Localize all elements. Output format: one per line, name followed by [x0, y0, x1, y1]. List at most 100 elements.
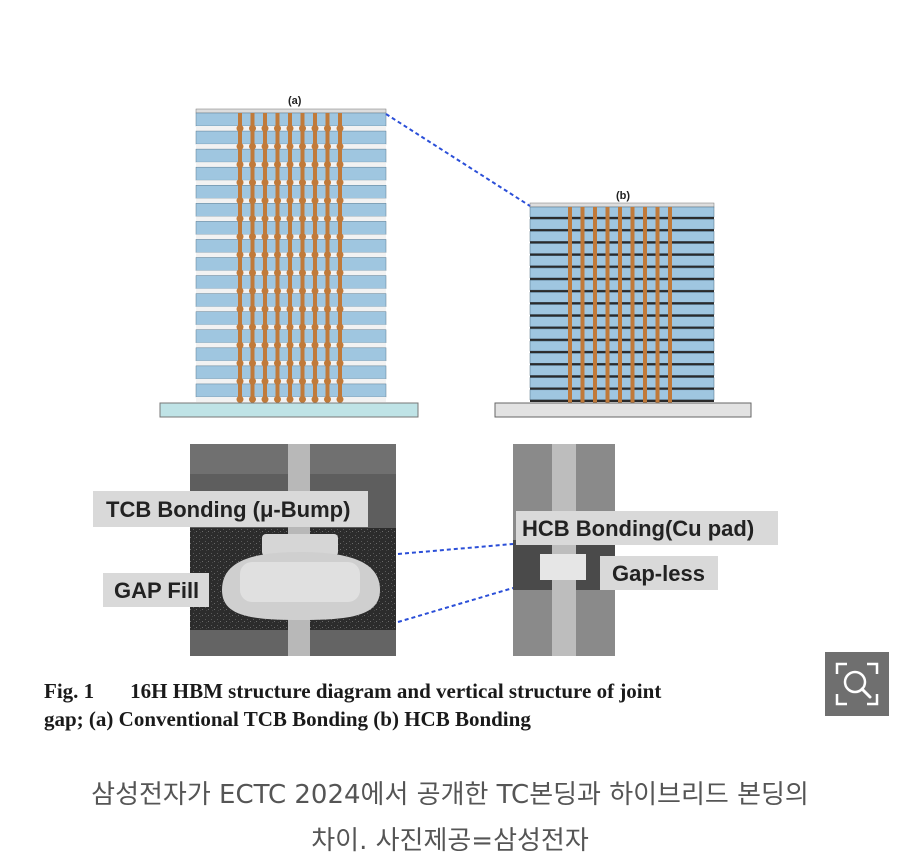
- micro-bump: [311, 359, 319, 367]
- micro-bump: [261, 287, 269, 295]
- micro-bump: [324, 215, 331, 223]
- panel-a-label: (a): [288, 95, 302, 107]
- micro-bump: [299, 251, 306, 259]
- micro-bump: [336, 142, 344, 150]
- micro-bump: [286, 197, 294, 205]
- micro-bump: [249, 124, 256, 132]
- micro-bump: [236, 359, 244, 367]
- micro-bump: [274, 179, 281, 187]
- micro-bump: [336, 395, 344, 403]
- micro-bump: [274, 160, 281, 168]
- micro-bump: [286, 359, 294, 367]
- micro-bump: [286, 124, 294, 132]
- micro-bump: [324, 197, 331, 205]
- micro-bump: [274, 124, 281, 132]
- micro-bump: [274, 251, 281, 259]
- micro-bump: [274, 359, 281, 367]
- hcb-bonding-label: HCB Bonding(Cu pad): [522, 516, 754, 541]
- tcb-bonding-label: TCB Bonding (μ-Bump): [106, 497, 350, 522]
- micro-bump: [299, 124, 306, 132]
- micro-bump: [311, 395, 319, 403]
- micro-bump: [336, 179, 344, 187]
- micro-bump: [236, 142, 244, 150]
- micro-bump: [336, 341, 344, 349]
- micro-bump: [249, 251, 256, 259]
- zoom-button[interactable]: [825, 652, 889, 716]
- micro-bump: [286, 215, 294, 223]
- micro-bump: [274, 395, 281, 403]
- micro-bump: [324, 142, 331, 150]
- micro-bump: [324, 287, 331, 295]
- micro-bump: [261, 269, 269, 277]
- micro-bump: [286, 341, 294, 349]
- micro-bump: [286, 233, 294, 241]
- micro-bump: [261, 233, 269, 241]
- micro-bump: [324, 160, 331, 168]
- micro-bump: [236, 233, 244, 241]
- micro-bump: [274, 197, 281, 205]
- micro-bump: [311, 323, 319, 331]
- panel-a-stack: (a): [159, 95, 419, 418]
- micro-bump: [286, 179, 294, 187]
- micro-bump: [274, 323, 281, 331]
- photo-caption-line1: 삼성전자가 ECTC 2024에서 공개한 TC본딩과 하이브리드 본딩의: [91, 780, 809, 810]
- micro-bump: [311, 287, 319, 295]
- connector-line-upper: [397, 543, 514, 555]
- substrate-a: [159, 402, 419, 418]
- micro-bump: [236, 341, 244, 349]
- micro-bump: [274, 305, 281, 313]
- micro-bump: [249, 341, 256, 349]
- top-die-cap: [195, 108, 387, 114]
- gap-less-label-box: [600, 556, 718, 590]
- micro-bump: [274, 233, 281, 241]
- micro-bump: [249, 377, 256, 385]
- tcb-micrograph: TCB Bonding (μ-Bump) GAP Fill: [93, 444, 396, 656]
- micro-bump: [286, 269, 294, 277]
- micro-bump: [311, 377, 319, 385]
- micro-bump: [261, 124, 269, 132]
- micro-bump: [261, 359, 269, 367]
- micro-bump: [299, 197, 306, 205]
- micro-bump: [311, 305, 319, 313]
- micro-bump: [286, 323, 294, 331]
- micro-bump: [324, 124, 331, 132]
- micro-bump: [286, 287, 294, 295]
- micro-bump: [299, 305, 306, 313]
- micro-bump: [261, 215, 269, 223]
- micro-bump: [336, 215, 344, 223]
- micro-bump: [286, 160, 294, 168]
- micro-bump: [336, 197, 344, 205]
- micro-bump: [236, 395, 244, 403]
- micro-bump: [261, 251, 269, 259]
- micro-bump: [324, 359, 331, 367]
- micro-bump: [236, 251, 244, 259]
- micro-bump: [249, 359, 256, 367]
- gap-fill-label-box: [103, 573, 209, 607]
- micro-bump: [336, 359, 344, 367]
- micro-bump: [311, 124, 319, 132]
- micro-bump: [299, 160, 306, 168]
- tcb-label-box: [93, 491, 368, 527]
- micro-bump: [261, 197, 269, 205]
- micro-bump: [311, 341, 319, 349]
- micro-bump: [261, 377, 269, 385]
- micro-bump: [311, 142, 319, 150]
- micro-bump: [336, 269, 344, 277]
- micro-bump: [249, 179, 256, 187]
- micro-bump: [324, 305, 331, 313]
- micro-bump: [236, 323, 244, 331]
- micro-bump: [249, 287, 256, 295]
- micro-bump: [261, 395, 269, 403]
- micro-bump: [324, 179, 331, 187]
- micro-bump: [236, 287, 244, 295]
- gap-fill-label: GAP Fill: [114, 578, 199, 603]
- micro-bump: [261, 142, 269, 150]
- micro-bump: [286, 377, 294, 385]
- micro-bump: [299, 359, 306, 367]
- micro-bump: [324, 323, 331, 331]
- micro-bump: [311, 269, 319, 277]
- micro-bump: [274, 215, 281, 223]
- micro-bump: [261, 179, 269, 187]
- micro-bump: [274, 287, 281, 295]
- micro-bump: [274, 377, 281, 385]
